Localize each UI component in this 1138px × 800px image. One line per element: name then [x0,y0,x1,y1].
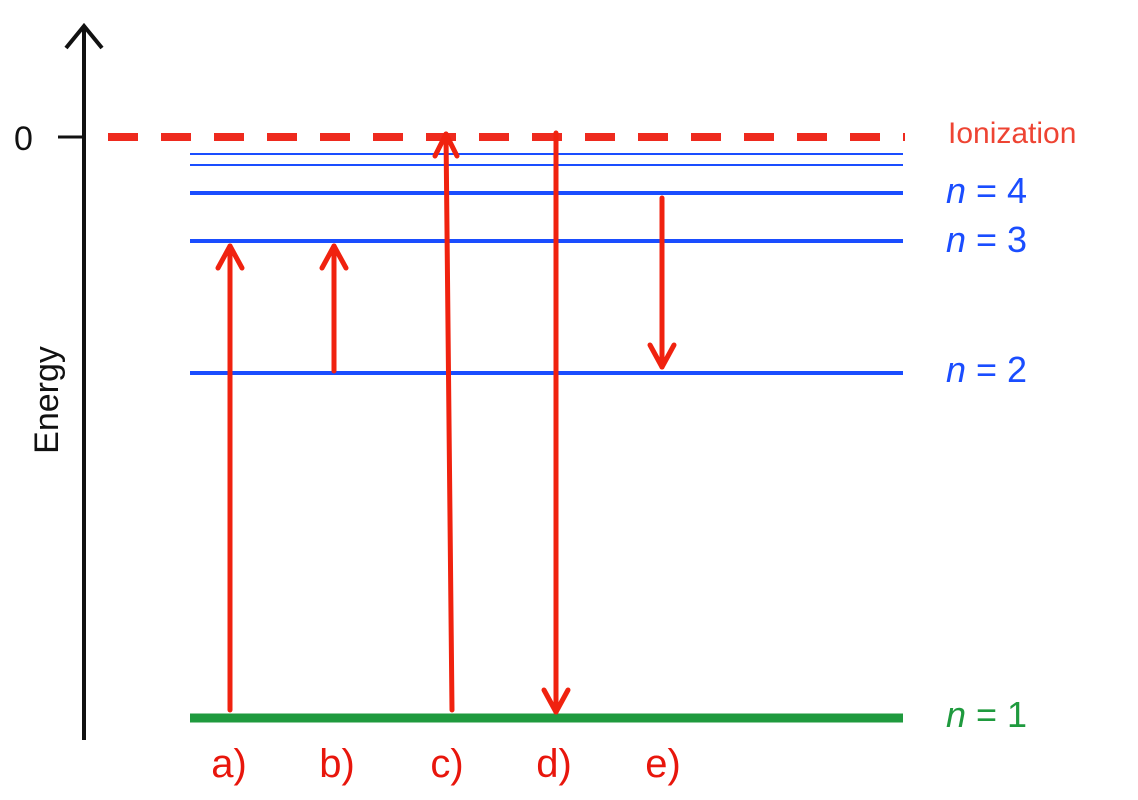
transition-e-arrow [647,195,677,370]
level-n4-label: n = 4 [946,170,1027,211]
zero-tick-label: 0 [14,120,33,158]
level-n2-label: n = 2 [946,349,1027,390]
energy-axis-arrowhead [64,22,104,50]
transition-e-label: e) [645,742,681,786]
transition-d-arrow [541,130,571,715]
level-n3-label: n = 3 [946,219,1027,260]
transition-d-label: d) [536,742,572,786]
transition-b-arrow [319,243,349,374]
transition-c-label: c) [430,742,463,786]
ionization-label: Ionization [948,117,1076,150]
transition-b-label: b) [319,742,355,786]
energy-axis-label: Energy [28,346,66,454]
level-n1-label: n = 1 [946,694,1027,735]
transition-a-arrow [215,243,245,713]
transition-c-arrow [432,131,460,713]
transition-a-label: a) [211,742,247,786]
